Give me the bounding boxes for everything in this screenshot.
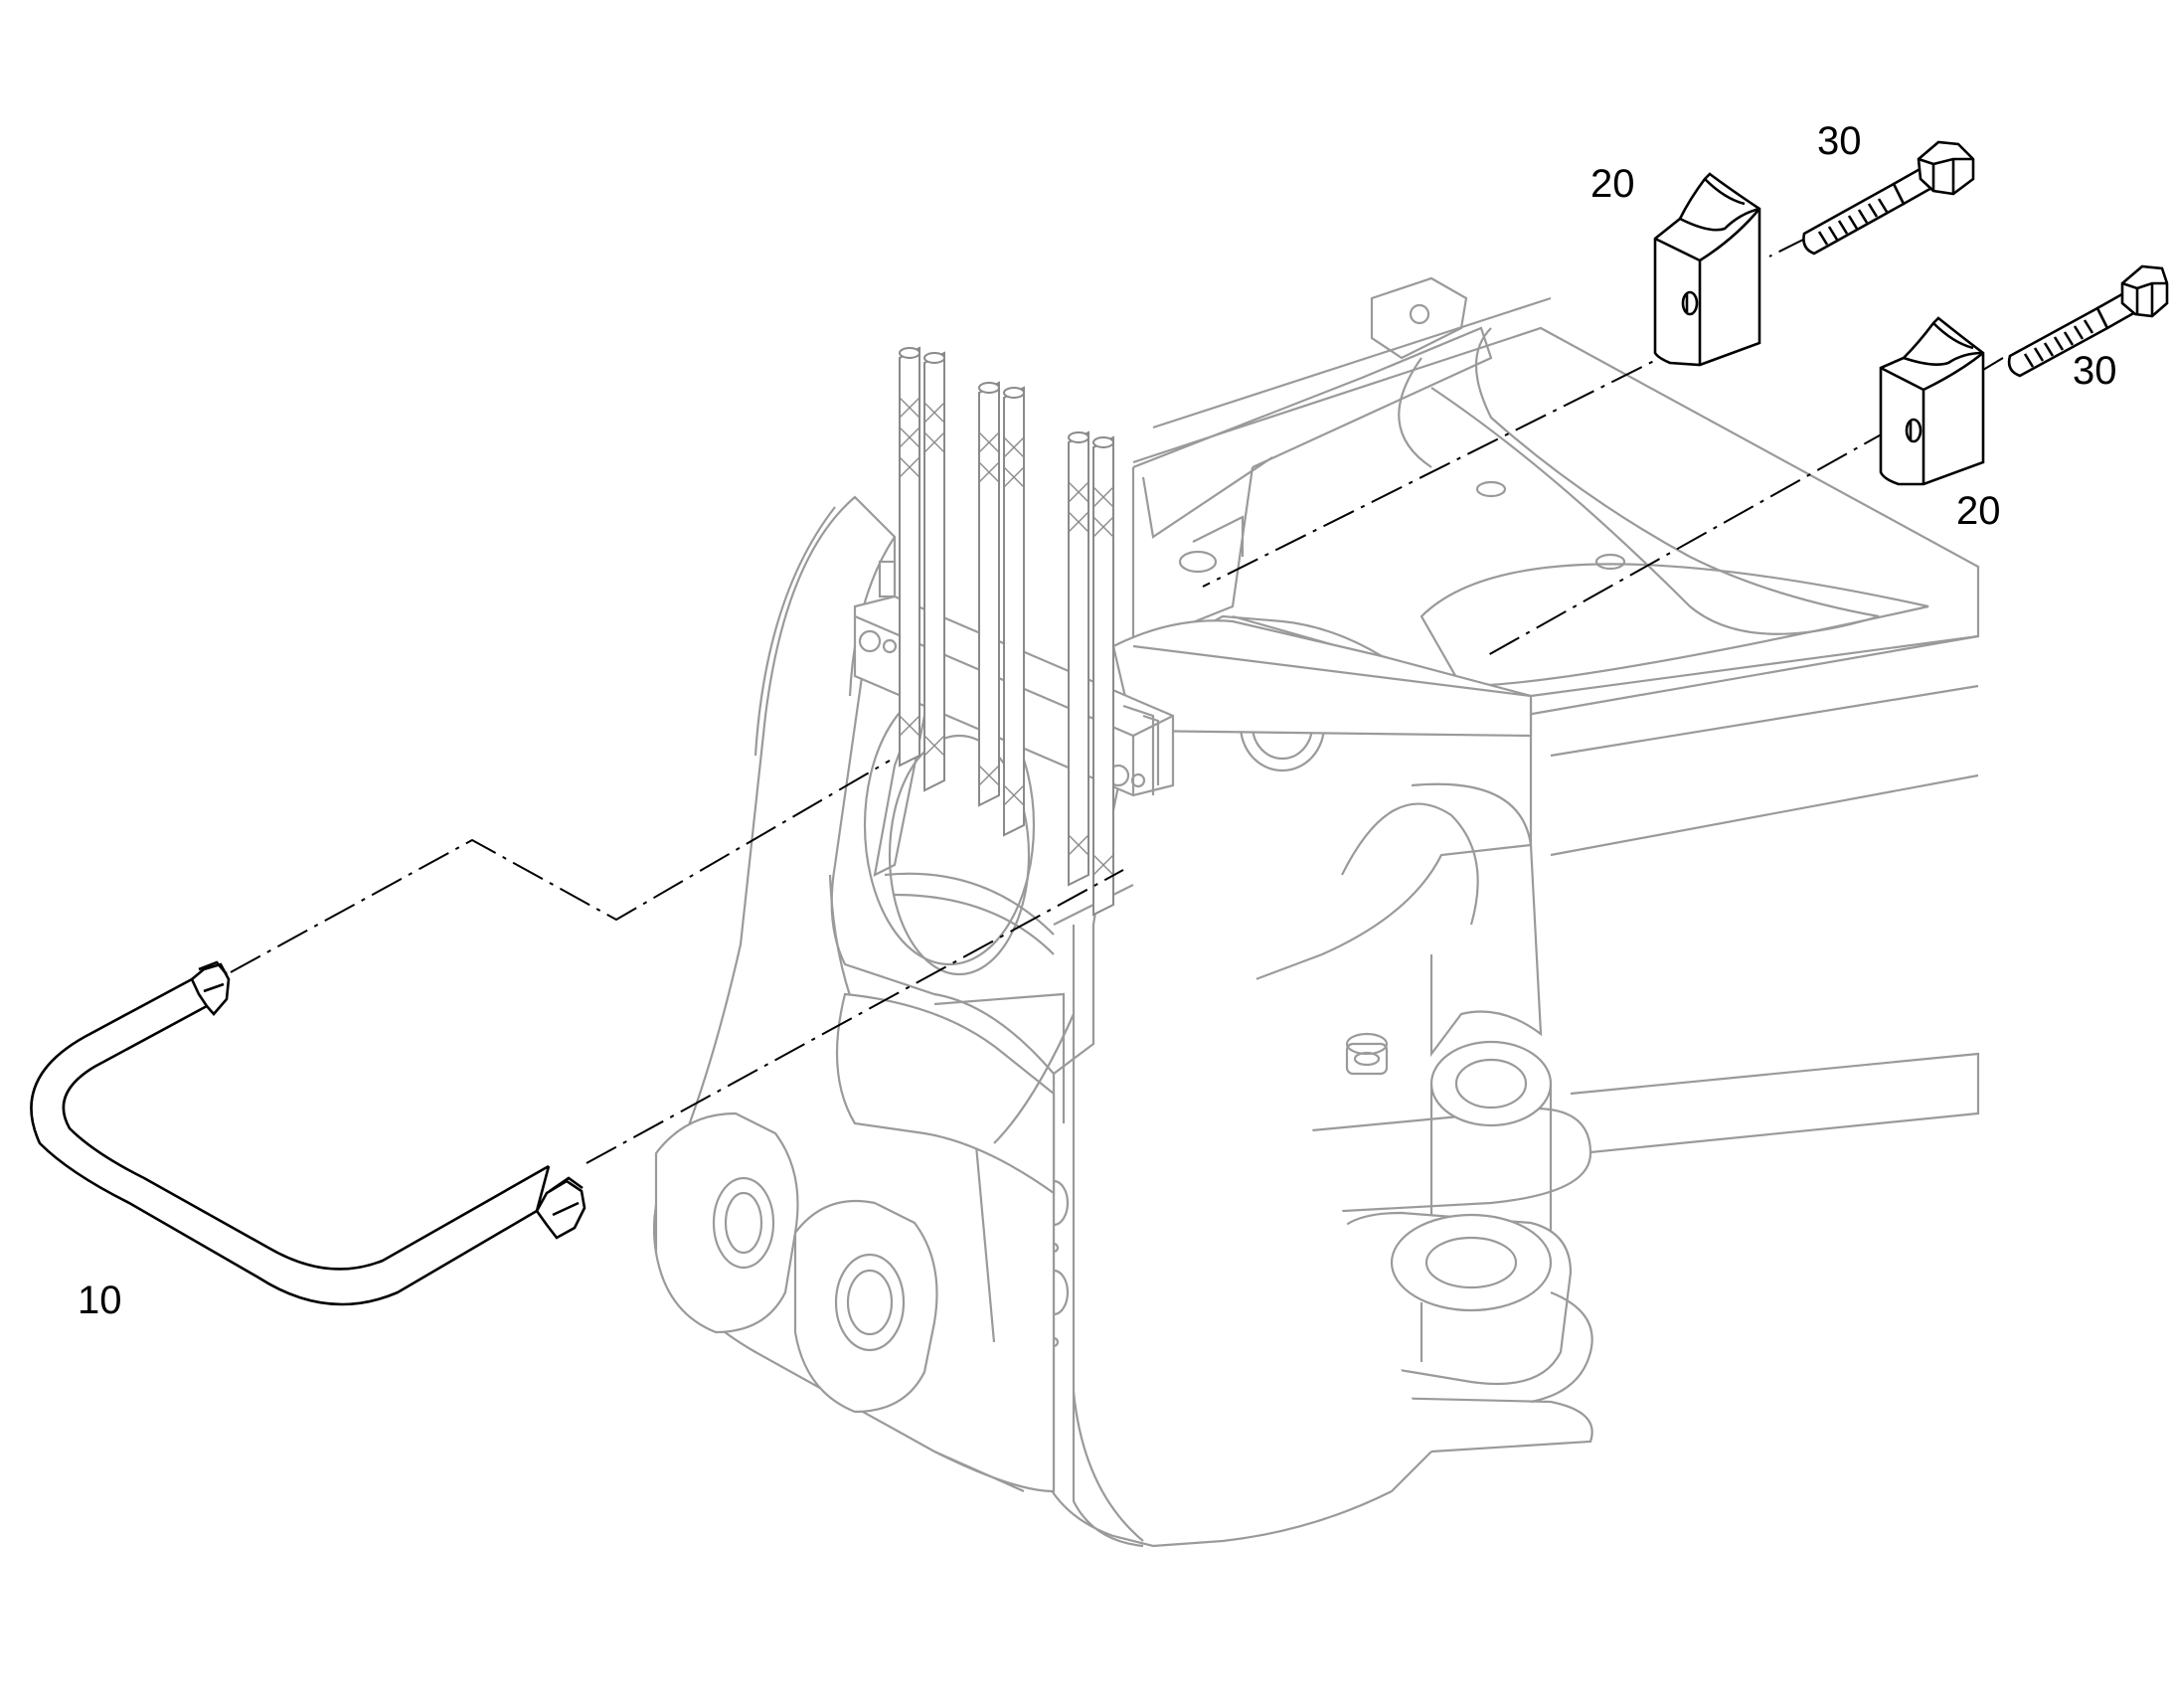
callout-label-screw-upper: 30 (1817, 119, 1862, 163)
screw-part-lower (2007, 264, 2169, 378)
leader-screw-lower (1982, 357, 2004, 371)
leader-lines (230, 236, 2004, 1164)
leader-pipe-upper (230, 760, 891, 973)
block-part-upper (1653, 172, 1761, 367)
callout-label-block-lower: 20 (1956, 489, 2001, 533)
callout-label-pipe: 10 (78, 1279, 122, 1322)
leader-pipe-lower (585, 869, 1124, 1164)
boom-foot-assembly (652, 276, 1980, 1548)
pipe-part (30, 960, 586, 1306)
block-part-lower (1879, 316, 1985, 486)
leader-block-upper (1202, 342, 1691, 588)
leader-block-lower (1485, 427, 1895, 657)
hose-bundle (853, 346, 1175, 917)
callout-label-screw-lower: 30 (2073, 349, 2117, 393)
screw-part-upper (1802, 140, 1975, 256)
callout-label-block-upper: 20 (1590, 162, 1635, 206)
